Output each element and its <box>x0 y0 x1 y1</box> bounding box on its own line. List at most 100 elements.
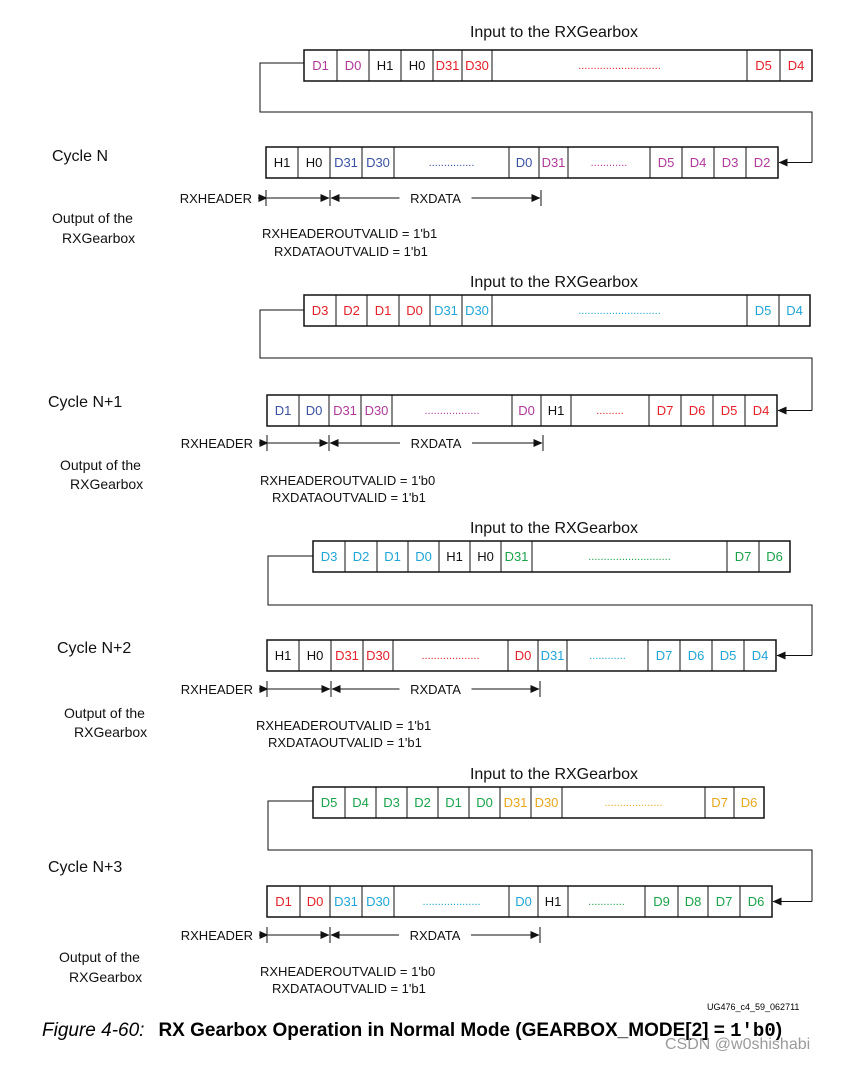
stage2-output-cell-label: D31 <box>333 403 357 418</box>
stage2-input-cell-label: D0 <box>406 303 423 318</box>
stage4-output-label-line1: Output of the <box>59 949 140 965</box>
stage4-data-valid: RXDATAOUTVALID = 1'b1 <box>272 981 426 996</box>
stage2-input-dots: ........................... <box>578 305 661 317</box>
stage2-input-cell-label: D4 <box>786 303 803 318</box>
stage4-output-cell-label: D30 <box>366 894 390 909</box>
stage4-input-cell-label: D7 <box>711 795 728 810</box>
stage3-cycle-label: Cycle N+2 <box>57 640 131 657</box>
stage1-input-cell-label: D1 <box>312 58 329 73</box>
stage2-input-row <box>303 294 811 327</box>
stage1-input-cell-label: D5 <box>755 58 772 73</box>
stage2-output-cell-label: D5 <box>721 403 738 418</box>
stage2-input-cell-label: D2 <box>343 303 360 318</box>
stage2-input-cell-label: D3 <box>312 303 329 318</box>
stage1-output-cell-label: D0 <box>516 155 533 170</box>
stage3-output-dots: ............ <box>589 650 626 662</box>
stage4-input-cell-label: D3 <box>383 795 400 810</box>
stage1-input-cell-label: D31 <box>436 58 460 73</box>
stage4-output-cell-label: D0 <box>307 894 324 909</box>
stage4-cycle-label: Cycle N+3 <box>48 859 122 876</box>
stage3-input-cell-label: D1 <box>384 549 401 564</box>
stage1-input-row <box>303 49 813 82</box>
stage3-input-cell-label: D0 <box>415 549 432 564</box>
stage4-output-cell-label: D8 <box>685 894 702 909</box>
figure-caption: Figure 4-60:RX Gearbox Operation in Norm… <box>42 1020 842 1042</box>
stage2-header-valid: RXHEADEROUTVALID = 1'b0 <box>260 473 435 488</box>
stage4-data-label: RXDATA <box>410 928 461 943</box>
stage3-input-dots: ........................... <box>588 551 671 563</box>
stage3-output-cell-label: D31 <box>541 648 565 663</box>
stage2-output-dots: ......... <box>596 405 624 417</box>
stage3-input-cell-label: H0 <box>477 549 494 564</box>
stage1-output-label-line1: Output of the <box>52 210 133 226</box>
stage2-input-cell-label: D31 <box>434 303 458 318</box>
stage3-output-cell-label: D30 <box>366 648 390 663</box>
stage2-output-label-line1: Output of the <box>60 457 141 473</box>
stage3-header-label: RXHEADER <box>181 682 253 697</box>
stage3-data-valid: RXDATAOUTVALID = 1'b1 <box>268 735 422 750</box>
stage4-input-cell-label: D5 <box>321 795 338 810</box>
stage4-input-cell-label: D30 <box>535 795 559 810</box>
stage2-output-cell-label: D6 <box>689 403 706 418</box>
stage4-input-dots: ................... <box>604 797 662 809</box>
stage4-header-label: RXHEADER <box>181 928 253 943</box>
stage1-output-cell-label: H1 <box>274 155 291 170</box>
stage1-output-cell-label: D31 <box>334 155 358 170</box>
stage4-header-valid: RXHEADEROUTVALID = 1'b0 <box>260 964 435 979</box>
stage1-output-row <box>265 146 779 179</box>
stage1-input-cell-label: D0 <box>345 58 362 73</box>
stage1-output-label-line2: RXGearbox <box>62 230 135 246</box>
stage3-connector-line <box>267 555 813 656</box>
stage4-output-dots: ............ <box>588 896 625 908</box>
stage3-output-label-line1: Output of the <box>64 705 145 721</box>
stage3-input-cell-label: D3 <box>321 549 338 564</box>
stage4-input-cell-label: D2 <box>414 795 431 810</box>
stage1-header-label: RXHEADER <box>180 191 252 206</box>
stage4-input-title: Input to the RXGearbox <box>470 766 638 783</box>
stage2-output-cell-label: D4 <box>753 403 770 418</box>
stage2-output-cell-label: D7 <box>657 403 674 418</box>
stage2-output-label-line2: RXGearbox <box>70 476 143 492</box>
stage1-input-cell-label: H0 <box>409 58 426 73</box>
stage1-header-valid: RXHEADEROUTVALID = 1'b1 <box>262 226 437 241</box>
stage4-output-row <box>266 885 773 918</box>
stage3-output-cell-label: D5 <box>720 648 737 663</box>
stage2-input-cell-label: D30 <box>465 303 489 318</box>
stage1-output-cell-label: D3 <box>722 155 739 170</box>
stage1-input-cell-label: D30 <box>465 58 489 73</box>
stage1-input-dots: ........................... <box>578 60 661 72</box>
stage4-input-cell-label: D31 <box>504 795 528 810</box>
stage3-output-cell-label: D0 <box>515 648 532 663</box>
stage3-output-dots: ................... <box>421 650 479 662</box>
stage1-cycle-label: Cycle N <box>52 148 108 165</box>
stage4-output-label-line2: RXGearbox <box>69 969 142 985</box>
stage1-data-valid: RXDATAOUTVALID = 1'b1 <box>274 244 428 259</box>
stage2-output-cell-label: D30 <box>365 403 389 418</box>
stage1-data-label: RXDATA <box>410 191 461 206</box>
caption-figure-label: Figure 4-60: <box>42 1020 145 1041</box>
stage2-output-cell-label: H1 <box>548 403 565 418</box>
caption-mode-value: 1'b0 <box>730 1020 776 1042</box>
stage3-input-row <box>312 540 791 573</box>
stage3-input-cell-label: D7 <box>735 549 752 564</box>
stage3-data-label: RXDATA <box>410 682 461 697</box>
stage2-input-cell-label: D1 <box>375 303 392 318</box>
stage2-data-valid: RXDATAOUTVALID = 1'b1 <box>272 490 426 505</box>
stage4-output-cell-label: D0 <box>515 894 532 909</box>
stage4-output-cell-label: D1 <box>275 894 292 909</box>
stage1-output-cell-label: D4 <box>690 155 707 170</box>
stage3-input-cell-label: D2 <box>353 549 370 564</box>
stage1-connector-line <box>259 62 813 163</box>
stage4-input-cell-label: D4 <box>352 795 369 810</box>
stage1-input-cell-label: H1 <box>377 58 394 73</box>
stage1-input-title: Input to the RXGearbox <box>470 24 638 41</box>
stage4-input-cell-label: D1 <box>445 795 462 810</box>
stage4-input-cell-label: D6 <box>741 795 758 810</box>
stage3-output-cell-label: D6 <box>688 648 705 663</box>
stage2-input-cell-label: D5 <box>755 303 772 318</box>
stage2-header-label: RXHEADER <box>181 436 253 451</box>
figure-number: UG476_c4_59_062711 <box>707 1002 800 1012</box>
stage3-output-cell-label: H0 <box>307 648 324 663</box>
stage2-cycle-label: Cycle N+1 <box>48 394 122 411</box>
stage2-connector-line <box>259 309 813 411</box>
